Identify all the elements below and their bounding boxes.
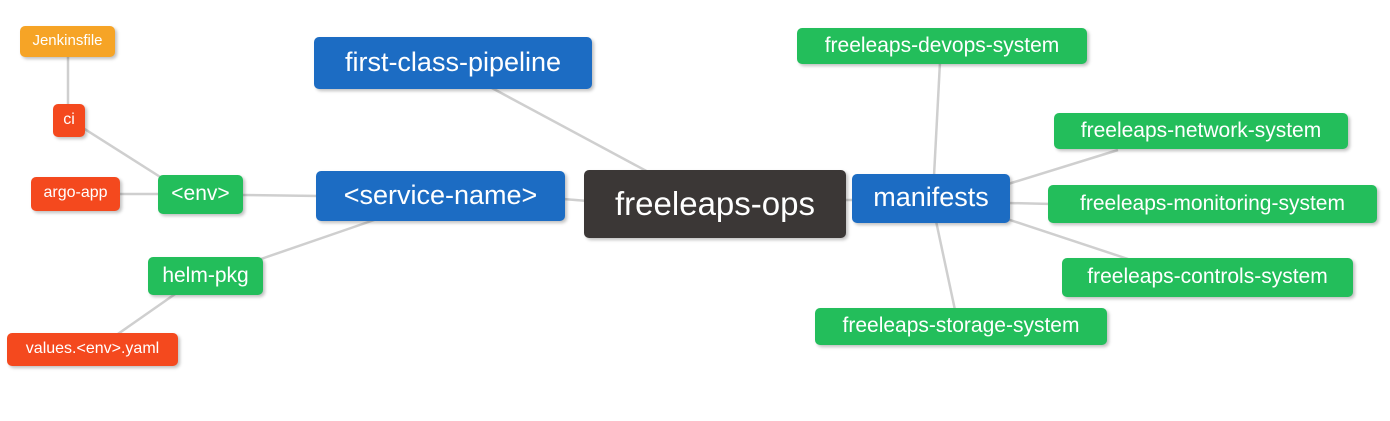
node-label: freeleaps-network-system <box>1080 118 1322 142</box>
mindmap-node-argo-app[interactable]: argo-app <box>31 177 120 211</box>
mindmap-node-freeleaps-network-system[interactable]: freeleaps-network-system <box>1054 113 1348 149</box>
edge-manifests--freeleaps-storage-system <box>934 220 957 311</box>
mindmap-node-jenkinsfile[interactable]: Jenkinsfile <box>20 26 115 57</box>
node-label: freeleaps-storage-system <box>842 314 1080 337</box>
edge-manifests--freeleaps-network-system <box>1007 148 1119 186</box>
mindmap-node-manifests[interactable]: manifests <box>852 174 1010 223</box>
node-label: freeleaps-monitoring-system <box>1080 191 1345 215</box>
node-label: <env> <box>171 182 230 205</box>
edge-helm-pkg--values-env-yaml <box>114 290 179 338</box>
node-label: first-class-pipeline <box>344 46 562 77</box>
mindmap-node-first-class-pipeline[interactable]: first-class-pipeline <box>314 37 592 89</box>
node-label: helm-pkg <box>162 263 249 287</box>
edge-manifests--freeleaps-monitoring-system <box>1007 201 1053 206</box>
mindmap-node-env[interactable]: <env> <box>158 175 243 214</box>
mindmap-node-freeleaps-ops[interactable]: freeleaps-ops <box>584 170 846 238</box>
mindmap-node-freeleaps-monitoring-system[interactable]: freeleaps-monitoring-system <box>1048 185 1377 223</box>
node-label: freeleaps-devops-system <box>824 33 1060 57</box>
node-label: freeleaps-controls-system <box>1087 265 1328 288</box>
edge-manifests--freeleaps-devops-system <box>932 61 942 177</box>
node-label: <service-name> <box>343 179 538 210</box>
mindmap-node-ci[interactable]: ci <box>53 104 85 137</box>
mindmap-node-freeleaps-storage-system[interactable]: freeleaps-storage-system <box>815 308 1107 345</box>
node-label: argo-app <box>43 184 108 201</box>
edge-service-name--freeleaps-ops <box>562 197 589 203</box>
edge-ci--env <box>82 126 166 182</box>
edge-first-class-pipeline--freeleaps-ops <box>489 85 653 176</box>
edge-env--service-name <box>240 193 321 198</box>
edge-service-name--helm-pkg <box>257 216 381 262</box>
node-label: ci <box>63 110 75 128</box>
mindmap-node-helm-pkg[interactable]: helm-pkg <box>148 257 263 295</box>
edge-manifests--freeleaps-controls-system <box>1006 217 1129 261</box>
mindmap-node-freeleaps-controls-system[interactable]: freeleaps-controls-system <box>1062 258 1353 297</box>
mindmap-node-freeleaps-devops-system[interactable]: freeleaps-devops-system <box>797 28 1087 64</box>
node-label: values.<env>.yaml <box>25 339 160 357</box>
node-label: manifests <box>873 182 989 212</box>
node-label: Jenkinsfile <box>32 32 103 49</box>
mindmap-node-values-env-yaml[interactable]: values.<env>.yaml <box>7 333 178 366</box>
node-label: freeleaps-ops <box>615 184 815 222</box>
mindmap-node-service-name[interactable]: <service-name> <box>316 171 565 221</box>
